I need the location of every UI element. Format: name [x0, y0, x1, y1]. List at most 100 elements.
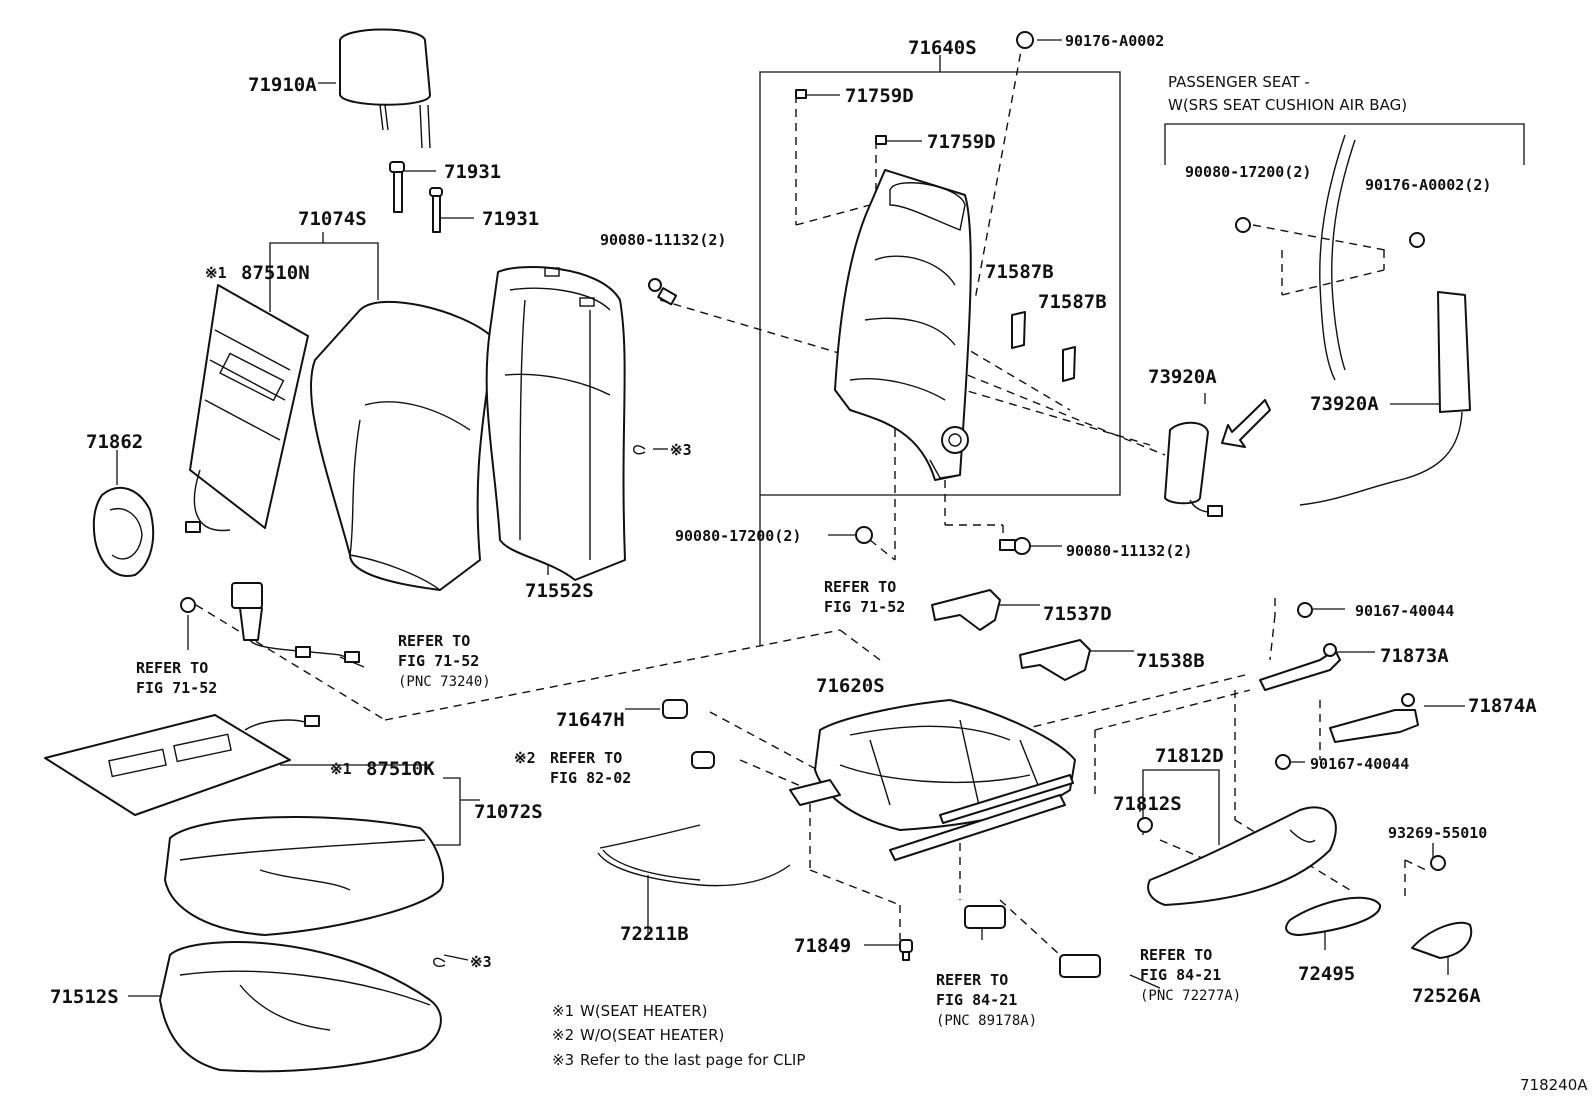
label-71910a: 71910A — [248, 74, 317, 96]
label-90080-11132-a: 90080-11132(2) — [600, 231, 726, 249]
headrest-guide-1 — [389, 161, 405, 213]
shield-71812d — [1147, 806, 1337, 906]
seat-cushion-cover — [159, 941, 442, 1073]
seat-cushion-pad — [164, 816, 445, 936]
ref-84-21-b-line-1: REFER TO — [1140, 946, 1212, 964]
seat-back-pad — [309, 300, 492, 591]
plug-71849 — [899, 939, 913, 961]
seat-tracks — [789, 774, 1074, 861]
label-71759d-2: 71759D — [927, 131, 996, 153]
label-72211b: 72211B — [620, 923, 689, 945]
section-header-line-2: W(SRS SEAT CUSHION AIR BAG) — [1168, 96, 1407, 114]
ref-buckle-line-3: (PNC 73240) — [398, 674, 491, 690]
ref-buckle-line-1: REFER TO — [398, 632, 470, 650]
screws — [1137, 602, 1446, 871]
label-71812d: 71812D — [1155, 745, 1224, 767]
label-71874a: 71874A — [1468, 695, 1537, 717]
label-71849: 71849 — [794, 935, 851, 957]
footnote-2-text: W/O(SEAT HEATER) — [580, 1026, 724, 1044]
seat-back-frame — [834, 169, 972, 481]
diagram-id: 718240A — [1520, 1076, 1588, 1094]
ref-84-21-b-line-3: (PNC 72277A) — [1140, 988, 1241, 1004]
label-71931-1: 71931 — [444, 161, 501, 183]
label-71074s: 71074S — [298, 208, 367, 230]
label-71873a: 71873A — [1380, 645, 1449, 667]
label-72526a: 72526A — [1412, 985, 1481, 1007]
cover-72495 — [1285, 896, 1381, 936]
install-arrow — [1221, 399, 1271, 448]
back-cover-plate — [92, 486, 155, 577]
ref-84-21-a-line-1: REFER TO — [936, 971, 1008, 989]
bracket-71587b-1 — [1011, 311, 1026, 349]
cover-72526a — [1411, 921, 1473, 959]
clip-mark-lower: ※3 — [470, 953, 492, 971]
label-71538b: 71538B — [1136, 650, 1205, 672]
clip-mark-upper: ※3 — [670, 441, 692, 459]
label-73920a-1: 73920A — [1148, 366, 1217, 388]
footnote-3-text: Refer to the last page for CLIP — [580, 1051, 805, 1069]
ref-center-line-2: FIG 71-52 — [824, 598, 905, 616]
ref-nut-line-1: REFER TO — [136, 659, 208, 677]
label-90167-b: 90167-40044 — [1310, 755, 1409, 773]
label-72495: 72495 — [1298, 963, 1355, 985]
label-90167-a: 90167-40044 — [1355, 602, 1454, 620]
footnote-3-mark: ※3 — [552, 1051, 574, 1069]
label-71072s: 71072S — [474, 801, 543, 823]
lever-71874a — [1329, 693, 1419, 743]
label-71620s: 71620S — [816, 675, 885, 697]
label-93269: 93269-55010 — [1388, 824, 1487, 842]
label-71552s: 71552S — [525, 580, 594, 602]
label-90176-b: 90176-A0002(2) — [1365, 176, 1491, 194]
seat-belt-buckle — [180, 582, 360, 663]
ref-buckle-line-2: FIG 71-52 — [398, 652, 479, 670]
nut-71647h — [662, 699, 688, 719]
ref-nut-line-2: FIG 71-52 — [136, 679, 217, 697]
label-73920a-2: 73920A — [1310, 393, 1379, 415]
label-71759d-1: 71759D — [845, 85, 914, 107]
label-71640s: 71640S — [908, 37, 977, 59]
connector-ref-84-21-b — [1059, 954, 1101, 978]
leader-lines — [116, 39, 1525, 997]
ref-82-02-line-1: REFER TO — [550, 749, 622, 767]
seat-back-cover — [485, 266, 626, 581]
label-71647h: 71647H — [556, 709, 625, 731]
lever-71873a — [1259, 643, 1341, 691]
seat-back-heater — [185, 284, 309, 533]
headrest-guide-2 — [429, 187, 443, 233]
part-labels: 71910A 71931 71931 71074S ※1 87510N 7186… — [50, 32, 1537, 1008]
ref-82-02-line-2: FIG 82-02 — [550, 769, 631, 787]
label-71812s: 71812S — [1113, 793, 1182, 815]
label-87510n: 87510N — [241, 262, 310, 284]
footnote-2-mark: ※2 — [552, 1026, 574, 1044]
ref-84-21-b-line-2: FIG 84-21 — [1140, 966, 1221, 984]
bracket-71537d — [931, 589, 1001, 631]
footnote-1-mark: ※1 — [552, 1002, 574, 1020]
label-71862: 71862 — [86, 431, 143, 453]
clip-upper — [633, 445, 646, 455]
bracket-71587b-2 — [1062, 346, 1076, 382]
label-90080-17200-b: 90080-17200(2) — [1185, 163, 1311, 181]
connector-ref-84-21-a — [964, 905, 1006, 929]
footnote-1-text: W(SEAT HEATER) — [580, 1002, 707, 1020]
headrest — [339, 28, 431, 149]
label-87510k: 87510K — [366, 758, 435, 780]
mark-87510n: ※1 — [205, 264, 227, 282]
label-90080-17200-a: 90080-17200(2) — [675, 527, 801, 545]
label-71587b-2: 71587B — [1038, 291, 1107, 313]
clip-71759d-2 — [875, 135, 887, 145]
section-header-line-1: PASSENGER SEAT - — [1168, 73, 1310, 91]
side-airbag-module — [1164, 421, 1223, 517]
label-90080-11132-b: 90080-11132(2) — [1066, 542, 1192, 560]
ref-84-21-a-line-2: FIG 84-21 — [936, 991, 1017, 1009]
clip-71759d-1 — [795, 89, 807, 99]
seat-cushion-heater — [44, 714, 320, 816]
label-71537d: 71537D — [1043, 603, 1112, 625]
reference-labels: REFER TO FIG 71-52 (PNC 73240) REFER TO … — [136, 578, 1241, 1029]
nut-ref-82-02 — [691, 751, 715, 769]
mark-87510k: ※1 — [330, 760, 352, 778]
passenger-airbag-assembly — [1235, 134, 1471, 506]
ref-84-21-a-line-3: (PNC 89178A) — [936, 1013, 1037, 1029]
wire-72211b — [597, 824, 791, 887]
footnotes: ※1 W(SEAT HEATER) ※2 W/O(SEAT HEATER) ※3… — [552, 1002, 805, 1069]
